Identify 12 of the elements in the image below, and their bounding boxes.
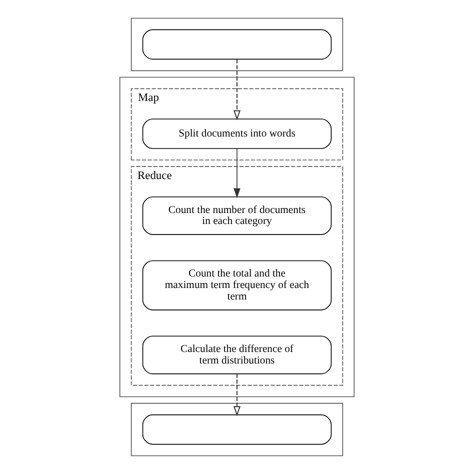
arrow xyxy=(234,148,240,198)
node-box: Count the number of documents in each category xyxy=(142,196,332,235)
cluster xyxy=(130,402,344,456)
cluster xyxy=(130,18,344,72)
node-box: Count the total and the maximum term frequency of each term xyxy=(142,260,332,310)
node-box xyxy=(142,414,332,445)
node-box xyxy=(142,29,332,60)
arrow xyxy=(233,58,241,120)
arrow xyxy=(233,373,241,416)
node-box: Calculate the difference of term distributions xyxy=(142,336,332,374)
node-box: Split documents into words xyxy=(142,118,332,149)
cluster xyxy=(119,76,355,398)
